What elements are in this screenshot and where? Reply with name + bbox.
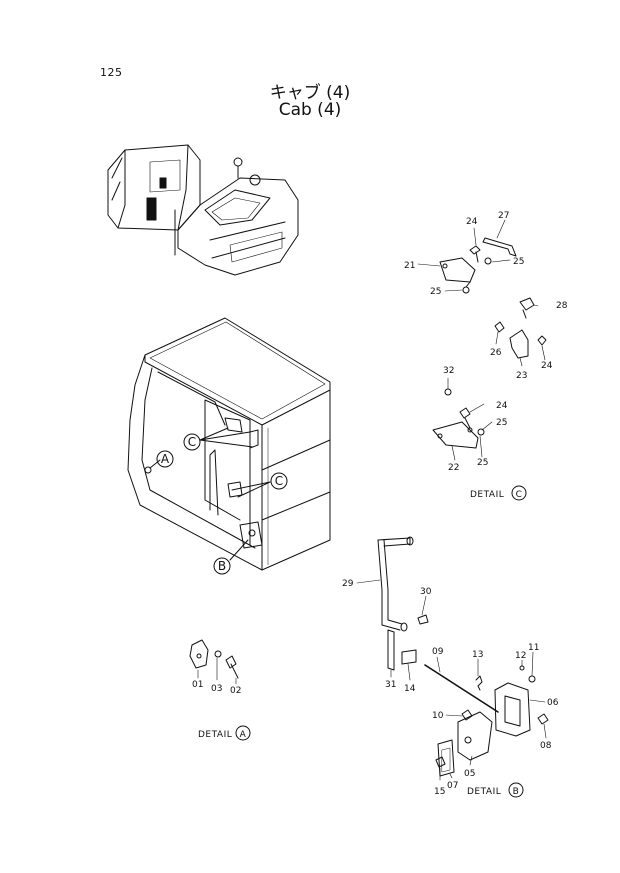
callout-c-bottom: C xyxy=(270,472,288,490)
detail-b-letter: B xyxy=(513,787,520,797)
part-number: 24 xyxy=(496,401,508,411)
callout-b-label: B xyxy=(218,559,226,573)
detail-a-label: DETAIL xyxy=(198,730,232,740)
callout-b: B xyxy=(213,557,231,575)
part-number: 03 xyxy=(211,684,222,694)
detail-b-caption: DETAIL B xyxy=(467,782,524,798)
part-number: 13 xyxy=(472,650,483,660)
part-number: 01 xyxy=(192,680,203,690)
part-number: 27 xyxy=(498,211,509,221)
detail-c-drawing xyxy=(432,237,547,449)
part-number: 22 xyxy=(448,463,459,473)
page-number: 125 xyxy=(100,66,123,79)
part-number: 02 xyxy=(230,686,241,696)
part-number: 07 xyxy=(447,781,458,791)
part-number: 09 xyxy=(432,647,444,657)
part-number: 06 xyxy=(547,698,559,708)
detail-c-label: DETAIL xyxy=(470,490,504,500)
part-number: 29 xyxy=(342,579,354,589)
part-number: 31 xyxy=(385,680,396,690)
callout-c-label: C xyxy=(275,474,283,488)
part-number: 15 xyxy=(434,787,445,797)
detail-b-part-numbers: 29 30 31 14 09 13 12 11 06 08 10 05 07 1… xyxy=(342,579,559,797)
callout-c-label: C xyxy=(188,435,196,449)
part-number: 28 xyxy=(556,301,568,311)
part-number: 11 xyxy=(528,643,539,653)
page-title-japanese: キャブ (4) xyxy=(269,83,351,103)
machine-overview-drawing xyxy=(107,144,299,276)
part-number: 24 xyxy=(541,361,553,371)
part-number: 21 xyxy=(404,261,415,271)
part-number: 30 xyxy=(420,587,432,597)
part-number: 12 xyxy=(515,651,526,661)
part-number: 25 xyxy=(430,287,441,297)
part-number: 25 xyxy=(477,458,488,468)
detail-a-leaders xyxy=(197,657,237,685)
detail-b-drawing xyxy=(377,536,549,777)
callout-a-label: A xyxy=(161,452,170,466)
part-number: 05 xyxy=(464,769,475,779)
callout-c-top: C xyxy=(183,433,201,451)
callout-a: A xyxy=(156,450,174,468)
part-number: 32 xyxy=(443,366,454,376)
detail-a-part-numbers: 01 03 02 xyxy=(192,680,241,696)
detail-c-leaders xyxy=(417,219,546,461)
detail-b-leaders xyxy=(356,579,547,781)
part-number: 23 xyxy=(516,371,527,381)
page-title-english: Cab (4) xyxy=(278,100,342,120)
detail-b-label: DETAIL xyxy=(467,787,501,797)
part-number: 14 xyxy=(404,684,416,694)
cab-main-drawing xyxy=(127,317,331,571)
detail-a-drawing xyxy=(189,639,239,679)
part-number: 25 xyxy=(496,418,507,428)
detail-c-caption: DETAIL C xyxy=(470,485,527,501)
part-number: 08 xyxy=(540,741,552,751)
part-number: 24 xyxy=(466,217,478,227)
detail-a-caption: DETAIL A xyxy=(198,725,251,741)
detail-c-letter: C xyxy=(516,490,523,500)
part-number: 26 xyxy=(490,348,502,358)
callout-leaders xyxy=(149,427,271,561)
detail-a-letter: A xyxy=(240,730,247,740)
part-number: 25 xyxy=(513,257,524,267)
part-number: 10 xyxy=(432,711,444,721)
detail-c-part-numbers: 24 27 21 25 25 28 26 23 24 32 24 25 22 2… xyxy=(404,211,568,473)
